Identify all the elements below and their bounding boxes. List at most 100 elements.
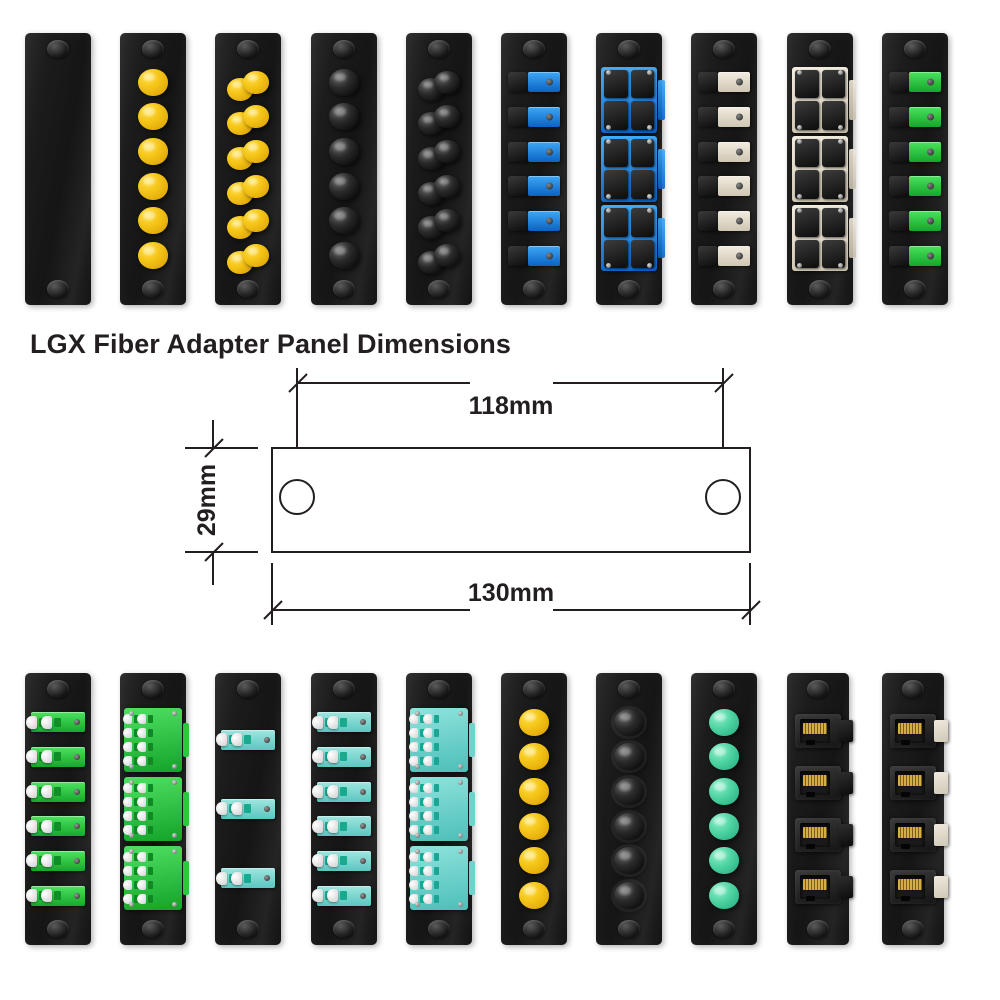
mounting-screw-bottom — [902, 920, 924, 938]
screw-icon — [360, 857, 366, 864]
screw-icon — [129, 710, 134, 716]
dust-cap — [519, 778, 549, 806]
gold-contacts — [803, 775, 827, 786]
lc-duplex-adapter — [312, 712, 371, 733]
dust-flap — [889, 141, 909, 162]
arrow-118-right — [714, 373, 734, 393]
latch-clip — [134, 853, 139, 862]
arrow-130-left — [263, 600, 283, 620]
screw-icon — [458, 849, 463, 855]
latch-clip — [148, 728, 153, 737]
dust-cap — [614, 708, 644, 736]
ferrule-boot — [409, 713, 418, 724]
dust-cap — [614, 882, 644, 910]
adapter-body — [909, 106, 941, 127]
sc-simplex-adapter — [889, 245, 941, 267]
panel-sc-blue-6 — [501, 33, 567, 305]
latch-clip — [420, 895, 425, 904]
latch-clip — [134, 783, 139, 792]
dust-cap — [604, 138, 628, 168]
dust-cap — [138, 68, 168, 96]
gold-contacts — [898, 827, 922, 838]
latch-clip — [434, 825, 439, 834]
sc-simplex-adapter — [889, 141, 941, 163]
mounting-screw-bottom — [618, 280, 640, 298]
latch-clip — [434, 728, 439, 737]
screw-icon — [415, 710, 420, 716]
screw-icon — [838, 208, 843, 214]
lc-port-row — [409, 741, 465, 752]
mounting-screw-bottom — [523, 280, 545, 298]
dust-cap — [329, 207, 359, 235]
gold-contacts — [898, 775, 922, 786]
lc-port-row — [409, 755, 465, 766]
lc-port-row — [409, 866, 465, 877]
lc-duplex-adapter — [216, 798, 275, 819]
lc-port-row — [123, 824, 179, 835]
sc-simplex-adapter — [508, 175, 560, 197]
screw-icon — [797, 69, 802, 75]
dust-flap — [889, 210, 909, 231]
latch-clip — [434, 742, 439, 751]
ferrule-boot — [312, 889, 323, 903]
latch-clip — [134, 881, 139, 890]
jack-rear-body — [934, 824, 948, 846]
latch-clip — [420, 742, 425, 751]
lc-port-row — [123, 866, 179, 877]
dust-cap — [434, 174, 460, 198]
ferrule-boot — [409, 796, 418, 807]
panel-sc-blue-quad-3 — [596, 33, 665, 305]
ferrule-boot — [216, 802, 227, 816]
lc-port-row — [409, 880, 465, 891]
ferrule-boot — [26, 750, 37, 764]
dust-cap — [243, 209, 269, 233]
mounting-screw-top — [713, 680, 735, 698]
adapter-body — [528, 106, 560, 127]
ferrule-boot — [423, 741, 432, 752]
ferrule-boot — [137, 852, 146, 863]
latch-clip — [434, 881, 439, 890]
ferrule-boot — [327, 854, 338, 868]
latch-notch — [806, 896, 815, 901]
lc-duplex-adapter — [26, 781, 85, 802]
mounting-screw-top — [523, 680, 545, 698]
latch-clip — [420, 825, 425, 834]
screw-icon — [129, 763, 134, 769]
dust-cap — [434, 209, 460, 233]
adapter-body — [718, 72, 750, 93]
sc-simplex-adapter — [698, 245, 750, 267]
latch-clip — [434, 797, 439, 806]
arrow-29-top — [204, 438, 224, 458]
ferrule-boot — [123, 782, 132, 793]
screw-icon — [415, 902, 420, 908]
screw-icon — [360, 892, 366, 899]
sc-simplex-adapter — [508, 71, 560, 93]
dust-cap — [138, 172, 168, 200]
mounting-screw-top — [809, 40, 831, 58]
mounting-screw-bottom — [47, 280, 69, 298]
dust-cap — [243, 105, 269, 129]
adapter-body — [528, 210, 560, 231]
mounting-screw-top — [618, 40, 640, 58]
latch-clip — [244, 735, 251, 745]
ferrule-boot — [409, 880, 418, 891]
panel-sc-beige-quad-3 — [787, 33, 856, 305]
latch-clip — [420, 881, 425, 890]
mounting-screw-bottom — [809, 280, 831, 298]
latch-clip — [434, 895, 439, 904]
latch-clip — [148, 756, 153, 765]
dust-flap — [698, 106, 718, 127]
mounting-screw-top — [237, 40, 259, 58]
ferrule-boot — [123, 810, 132, 821]
dust-cap — [434, 105, 460, 129]
latch-clip — [134, 728, 139, 737]
screw-icon — [74, 892, 80, 899]
ferrule-boot — [423, 796, 432, 807]
dust-cap — [243, 70, 269, 94]
ferrule-boot — [409, 852, 418, 863]
dust-cap — [821, 101, 845, 130]
sc-quad-adapter — [601, 66, 665, 133]
panel-rj45-4-pale — [882, 673, 948, 945]
ferrule-boot — [409, 810, 418, 821]
dust-cap — [709, 778, 739, 806]
